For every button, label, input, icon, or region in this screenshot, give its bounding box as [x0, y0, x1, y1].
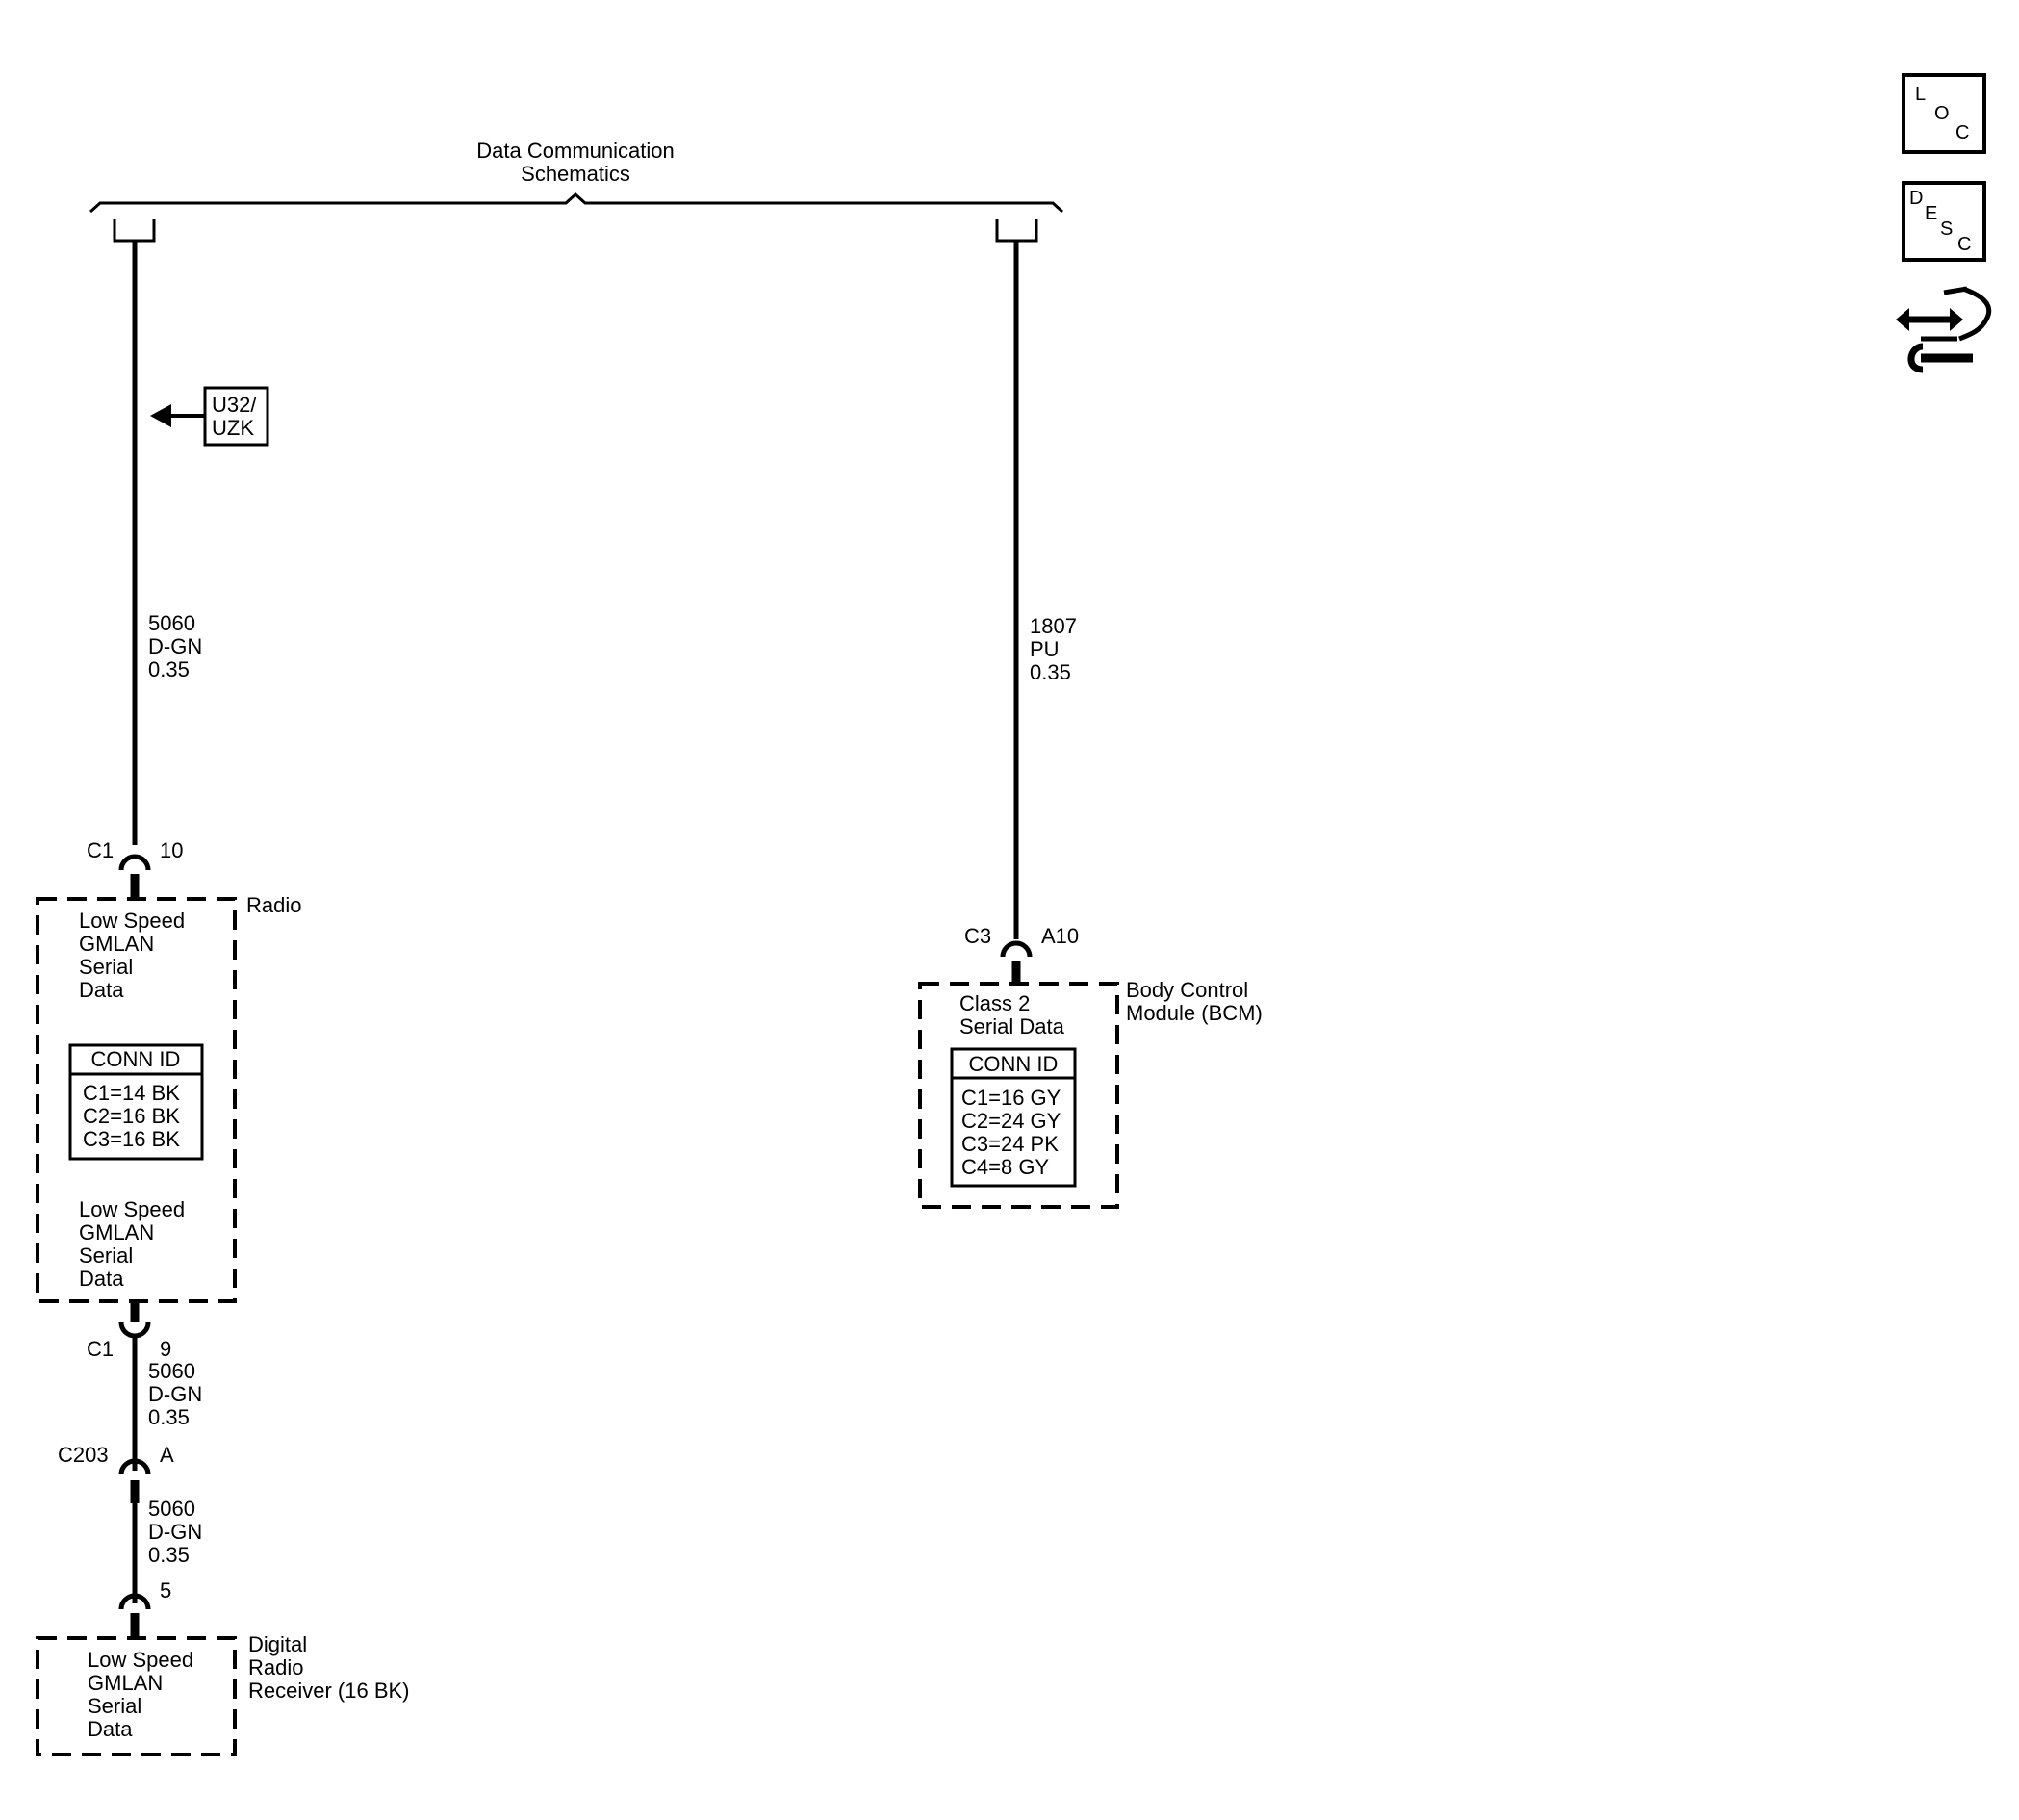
receiver-text-1: Low Speed: [88, 1648, 193, 1672]
wrench-hand-arrows-icon[interactable]: [1896, 286, 1992, 373]
receiver-name-3[interactable]: Receiver (16 BK): [248, 1679, 410, 1703]
header-title-line1[interactable]: Data Communication: [476, 139, 674, 163]
bcm-conn-id-2: C2=24 GY: [961, 1109, 1061, 1133]
receiver-pin: 5: [160, 1578, 171, 1602]
header-title-line2[interactable]: Schematics: [521, 162, 630, 186]
inline-conn: C203: [58, 1443, 109, 1467]
wire-left-mid-size: 0.35: [148, 1405, 190, 1429]
right-splice-top: [995, 219, 1038, 243]
bcm-conn: C3: [964, 924, 991, 948]
radio-upper-text-2: GMLAN: [79, 932, 154, 956]
radio-bottom-conn: C1: [87, 1337, 114, 1361]
inline-connector-icon: [118, 1458, 151, 1475]
radio-bottom-connector-icon: [118, 1321, 151, 1339]
option-tag-line2: UZK: [212, 416, 254, 440]
radio-name[interactable]: Radio: [246, 893, 301, 917]
header-bracket: [89, 192, 1064, 214]
loc-icon[interactable]: L O C: [1902, 73, 1986, 154]
inline-pin: A: [160, 1443, 174, 1467]
option-arrow-icon: [150, 404, 171, 427]
bcm-conn-id-1: C1=16 GY: [961, 1086, 1061, 1110]
bcm-text-1: Class 2: [959, 991, 1030, 1015]
radio-conn-id-table: [68, 1043, 204, 1161]
receiver-text-4: Data: [88, 1717, 133, 1741]
radio-conn-id-2: C2=16 BK: [83, 1104, 180, 1128]
bcm-conn-id-table: [950, 1047, 1077, 1188]
radio-conn-id-3: C3=16 BK: [83, 1127, 180, 1151]
left-splice-top: [113, 219, 156, 243]
bcm-name-2[interactable]: Module (BCM): [1126, 1001, 1263, 1025]
desc-icon[interactable]: D E S C: [1902, 181, 1986, 262]
bcm-name-1[interactable]: Body Control: [1126, 978, 1248, 1002]
wire-left-lower-size: 0.35: [148, 1543, 190, 1567]
radio-top-pin: 10: [160, 838, 183, 862]
bcm-conn-id-title: CONN ID: [969, 1052, 1059, 1076]
wire-left-lower-circuit: 5060: [148, 1497, 195, 1521]
svg-text:D: D: [1909, 188, 1923, 209]
receiver-name-2[interactable]: Radio: [248, 1655, 303, 1679]
bcm-module-box[interactable]: [918, 982, 1119, 1209]
svg-text:C: C: [1955, 122, 1969, 143]
radio-top-conn: C1: [87, 838, 114, 862]
wire-left-mid-circuit: 5060: [148, 1359, 195, 1383]
svg-text:O: O: [1934, 103, 1950, 124]
bcm-connector-icon: [1000, 940, 1033, 958]
radio-upper-text-4: Data: [79, 978, 124, 1002]
bcm-conn-id-4: C4=8 GY: [961, 1155, 1049, 1179]
svg-text:C: C: [1957, 234, 1971, 255]
radio-conn-id-1: C1=14 BK: [83, 1081, 180, 1105]
wire-right-color: PU: [1030, 637, 1060, 661]
bcm-conn-id-3: C3=24 PK: [961, 1132, 1059, 1156]
wire-right-circuit: 1807: [1030, 614, 1077, 638]
wire-left-upper-color: D-GN: [148, 634, 202, 658]
wire-left-lower-color: D-GN: [148, 1520, 202, 1544]
radio-upper-text-1: Low Speed: [79, 909, 185, 933]
radio-lower-text-2: GMLAN: [79, 1220, 154, 1244]
radio-lower-text-3: Serial: [79, 1243, 133, 1268]
radio-upper-text-3: Serial: [79, 955, 133, 979]
wire-left-upper-size: 0.35: [148, 657, 190, 681]
bcm-text-2: Serial Data: [959, 1014, 1065, 1038]
svg-text:L: L: [1915, 84, 1926, 105]
receiver-text-2: GMLAN: [88, 1671, 163, 1695]
option-tag-line1: U32/: [212, 393, 257, 417]
radio-lower-text-4: Data: [79, 1267, 124, 1291]
svg-text:E: E: [1925, 203, 1937, 224]
receiver-name-1[interactable]: Digital: [248, 1632, 307, 1656]
bcm-pin: A10: [1041, 924, 1079, 948]
radio-top-connector-icon: [118, 854, 151, 871]
option-tag-box[interactable]: [203, 386, 269, 447]
wire-left-upper-circuit: 5060: [148, 611, 195, 635]
receiver-connector-icon: [118, 1593, 151, 1610]
wire-right-size: 0.35: [1030, 660, 1071, 684]
receiver-module-box[interactable]: [36, 1636, 237, 1756]
wire-left-mid-color: D-GN: [148, 1382, 202, 1406]
radio-conn-id-title: CONN ID: [91, 1047, 181, 1071]
svg-text:S: S: [1940, 218, 1953, 240]
receiver-text-3: Serial: [88, 1694, 141, 1718]
radio-lower-text-1: Low Speed: [79, 1197, 185, 1221]
radio-bottom-pin: 9: [160, 1337, 171, 1361]
